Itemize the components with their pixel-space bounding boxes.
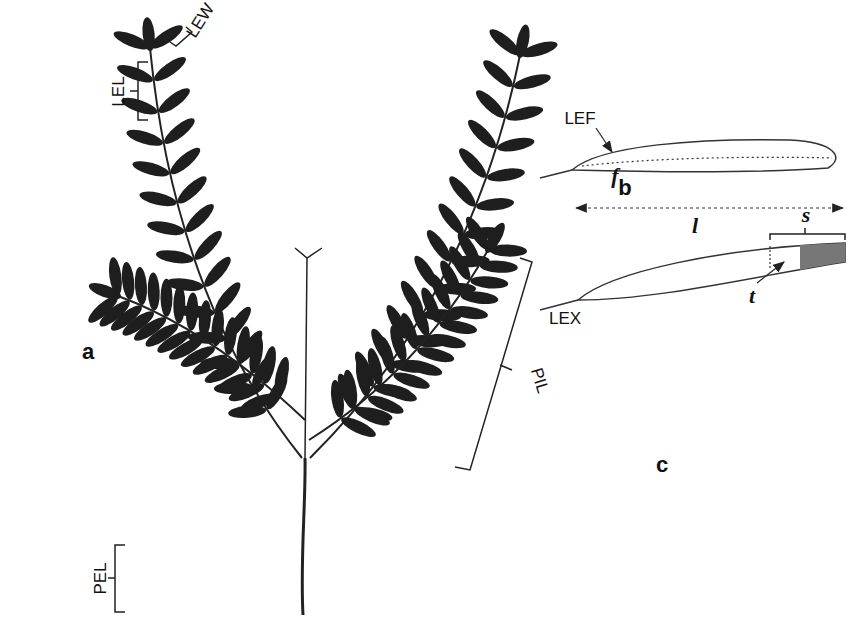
leaflet <box>455 145 489 181</box>
leaflet <box>156 84 194 116</box>
leaflet <box>146 219 186 238</box>
leaflet <box>476 196 515 212</box>
leaflet <box>464 116 499 152</box>
leaflet <box>470 275 509 290</box>
dimension-label: PIL <box>528 365 552 394</box>
leaflet <box>449 304 488 322</box>
leaflet <box>460 289 499 305</box>
leaflet <box>138 189 178 209</box>
leaflet <box>505 103 545 123</box>
leaflet <box>481 220 508 255</box>
bipinnate-leaf <box>85 17 559 458</box>
leaflet <box>480 57 516 91</box>
leaflet <box>479 260 518 274</box>
lef-leader <box>596 128 612 152</box>
pinna-rachis <box>118 296 305 420</box>
leaflet <box>87 280 123 303</box>
dimension-symbol: s <box>802 204 811 226</box>
leaflet <box>174 173 210 208</box>
leaflet <box>423 227 455 265</box>
leaflet <box>486 166 525 183</box>
leaflet <box>201 253 235 290</box>
leaflet <box>173 285 186 323</box>
pinna-rachis <box>310 55 520 458</box>
leaflet <box>439 318 479 337</box>
pel-bracket <box>108 545 125 612</box>
leaflet <box>513 23 532 59</box>
dimension-symbol: t <box>749 285 755 307</box>
leaflet-folded <box>578 243 845 300</box>
leaflet <box>141 17 156 52</box>
leaflet <box>134 267 149 306</box>
dimension-symbol: l <box>692 215 698 237</box>
pil-bracket <box>455 258 532 470</box>
leaflet <box>427 331 467 351</box>
rachis <box>295 248 322 458</box>
leaflet <box>182 200 217 235</box>
leaflet <box>512 71 552 92</box>
pinna-rachis <box>309 250 488 440</box>
t-leader <box>757 262 784 283</box>
leaflet <box>125 126 165 149</box>
leaflet <box>445 173 479 210</box>
folded-tip <box>800 243 845 270</box>
leaflet <box>185 292 199 331</box>
dimension-label: PEL <box>91 562 108 594</box>
dimension-label: LEX <box>549 310 581 327</box>
lel-bracket <box>130 62 148 120</box>
leaflet <box>211 279 244 316</box>
leaflet <box>120 261 136 300</box>
petiole <box>302 458 305 615</box>
leaflet <box>435 200 468 237</box>
leaflet-stalk <box>540 300 578 310</box>
midrib <box>582 157 832 166</box>
leaflet <box>131 158 171 180</box>
dimension-label: LEW <box>183 0 217 40</box>
dimension-symbol: f <box>611 165 618 187</box>
leaflet-stalk <box>540 170 572 178</box>
leaflet <box>160 279 172 317</box>
leaflet <box>329 379 346 418</box>
leaflet <box>167 144 204 178</box>
panel-letter: c <box>656 454 668 476</box>
leaflet <box>222 316 239 355</box>
leaflet <box>155 248 194 266</box>
leaflet <box>197 300 212 339</box>
leaflet <box>496 135 536 154</box>
dimension-label: LEL <box>110 76 127 106</box>
leaflet <box>472 87 508 122</box>
leaflet <box>151 53 189 85</box>
leaflet <box>191 227 226 263</box>
leaflet <box>161 114 198 147</box>
panel-letter: b <box>618 177 631 199</box>
fold-line <box>769 246 770 268</box>
leaflet <box>210 308 226 347</box>
panel-letter: a <box>82 341 94 363</box>
s-bracket <box>770 228 845 240</box>
leaflet <box>147 272 160 310</box>
dimension-label: LEF <box>564 110 595 127</box>
leaflet <box>234 325 252 364</box>
